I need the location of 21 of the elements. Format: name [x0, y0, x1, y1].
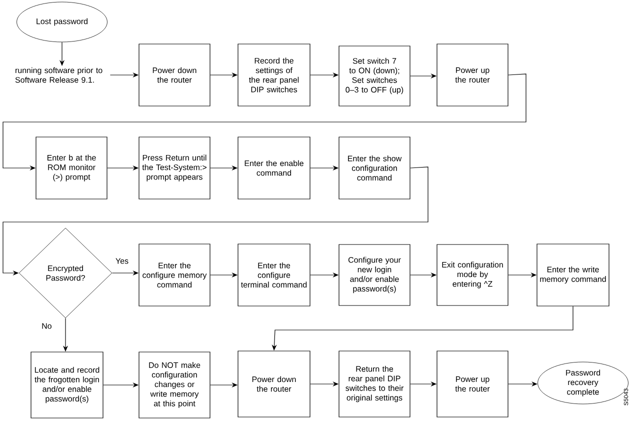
process-box: Power up the router: [436, 350, 508, 418]
process-box: Power down the router: [238, 350, 310, 418]
process-box: Record the settings of the rear panel DIP switches: [238, 44, 310, 106]
process-box: Do NOT make configuration changes or write memory at this point: [138, 352, 210, 418]
edge-label: No: [40, 322, 53, 330]
process-box: Power down the router: [138, 44, 210, 106]
process-box: Configure your new login and/or enable password(s): [338, 244, 410, 306]
process-box: Enter the write memory command: [536, 244, 610, 306]
process-box: Enter the configure memory command: [138, 244, 210, 306]
process-box: Power up the router: [436, 44, 508, 106]
process-box: Return the rear panel DIP switches to their original settings: [338, 350, 410, 418]
process-box: Enter b at the ROM monitor (>) prompt: [36, 136, 108, 200]
process-box: Enter the show configuration command: [338, 136, 410, 200]
process-box: Press Return until the Test-System:> prompt appears: [138, 136, 210, 200]
process-box: Locate and record the frogotten login and/or enable password(s): [30, 352, 104, 418]
process-box: Set switch 7 to ON (down); Set switches 0–3 to OFF (up): [338, 46, 410, 106]
note-text: running software prior to Software Release 9.1.: [15, 67, 102, 83]
process-box: Exit configuration mode by entering ^Z: [436, 244, 508, 306]
edge-label: Yes: [114, 257, 130, 265]
process-box: Enter the enable command: [238, 136, 310, 200]
process-box: Enter the configure terminal command: [238, 244, 310, 306]
